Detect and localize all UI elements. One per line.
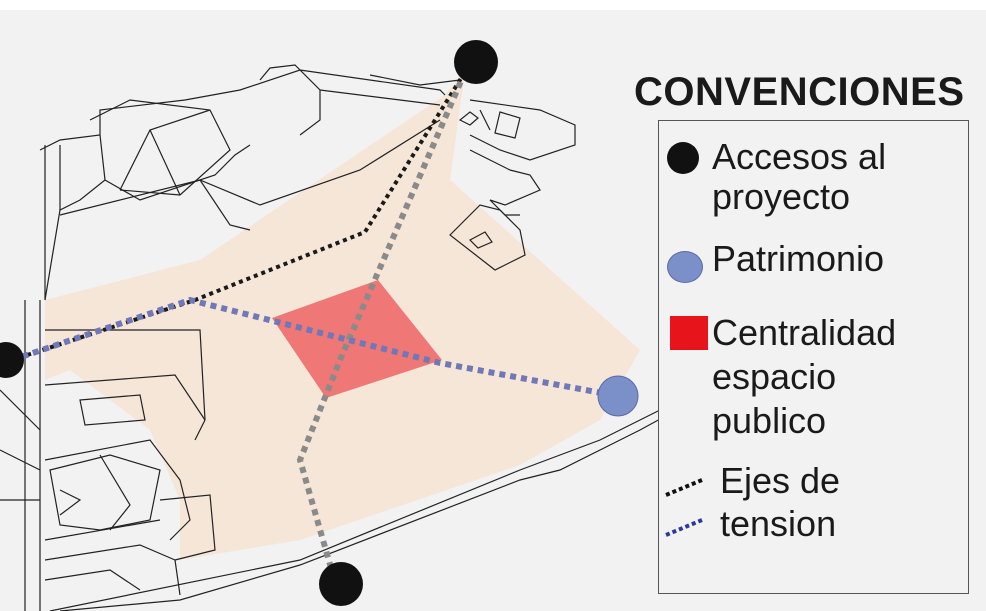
legend-ejes-line1: Ejes de <box>720 460 841 501</box>
access-point-west <box>0 342 24 378</box>
legend-title: CONVENCIONES <box>634 70 965 114</box>
blue-tension-axis <box>11 296 619 399</box>
legend-accesos-line1: Accesos al <box>712 136 887 177</box>
central-public-space <box>272 280 442 398</box>
legend-centralidad-line1: Centralidad <box>712 312 897 353</box>
black-tension-axis <box>11 70 467 362</box>
legend-centralidad-line3: publico <box>712 400 827 441</box>
legend-ejes-line2: tension <box>720 503 837 544</box>
legend-centralidad-line2: espacio <box>712 356 837 397</box>
grey-tension-axis <box>296 70 468 583</box>
building-outlines <box>0 64 696 611</box>
legend-patrimonio-line1: Patrimonio <box>712 238 885 279</box>
blue-circle-icon <box>667 251 703 283</box>
heritage-point <box>597 375 639 417</box>
black-circle-icon <box>667 142 699 174</box>
red-square-icon <box>670 316 708 350</box>
access-point-north <box>454 40 498 84</box>
access-point-south <box>319 562 363 606</box>
legend-box <box>658 120 969 594</box>
legend-accesos-line2: proyecto <box>712 176 851 217</box>
dotted-lines-icon <box>665 478 703 537</box>
